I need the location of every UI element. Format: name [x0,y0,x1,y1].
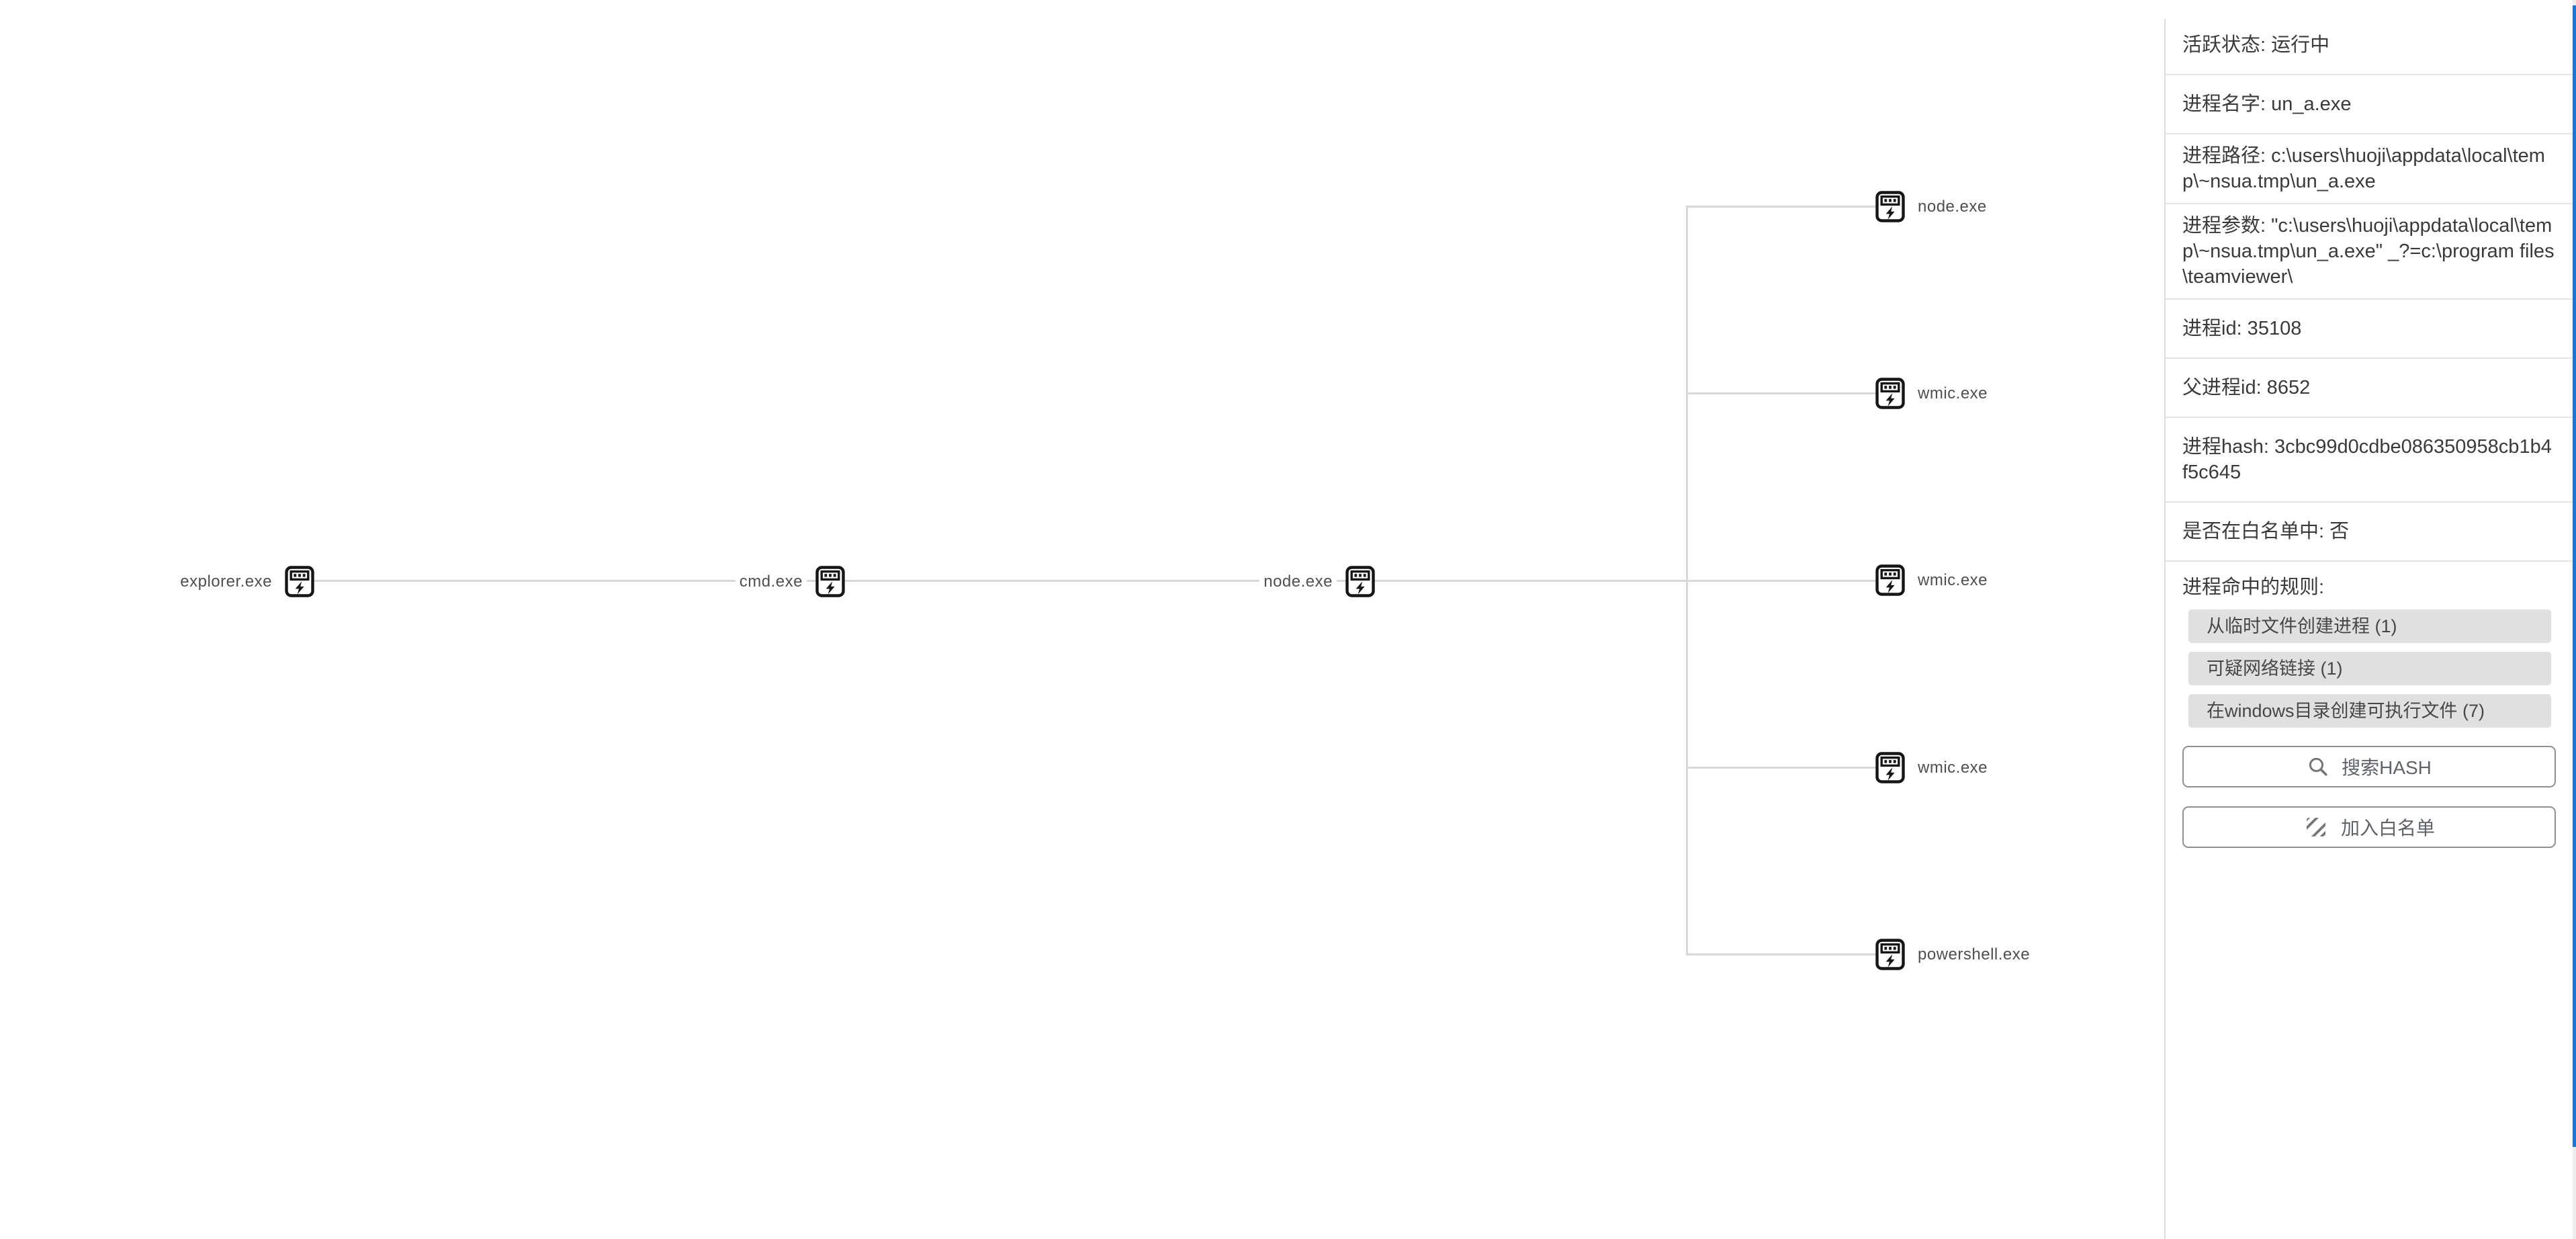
rules-label: 进程命中的规则: [2182,576,2325,598]
process-app-flash-icon [1875,564,1905,596]
process-node-label: powershell.exe [1914,943,2035,966]
tree-connector-branch [1686,767,1876,769]
detail-text: 进程参数: "c:\users\huoji\appdata\local\temp… [2182,215,2555,288]
process-node-node[interactable]: node.exe [1259,566,1375,597]
tree-connector-branch [1686,206,1876,208]
detail-text: 父进程id: 8652 [2182,377,2311,398]
detail-text: 活跃状态: 运行中 [2182,34,2330,56]
process-node-label: cmd.exe [735,570,807,593]
search-hash-button[interactable]: 搜索HASH [2182,746,2556,787]
process-node-child-powershell[interactable]: powershell.exe [1875,939,2035,970]
process-app-flash-icon [1345,566,1375,597]
detail-row-process-hash: 进程hash: 3cbc99d0cdbe086350958cb1b4f5c645 [2166,418,2576,503]
rules-section: 进程命中的规则: 从临时文件创建进程 (1) 可疑网络链接 (1) 在windo… [2166,562,2576,728]
detail-panel: 活跃状态: 运行中 进程名字: un_a.exe 进程路径: c:\users\… [2166,0,2576,1239]
panel-actions: 搜索HASH 加入白名单 [2166,746,2576,848]
process-node-label: node.exe [1259,570,1337,593]
process-node-cmd[interactable]: cmd.exe [735,566,845,597]
search-hash-label: 搜索HASH [2342,757,2432,778]
tree-connector-main [300,580,1876,582]
tree-connector-branch [1686,953,1876,955]
detail-text: 进程id: 35108 [2182,318,2302,339]
scrollbar-thumb[interactable] [2573,5,2576,1147]
add-whitelist-button[interactable]: 加入白名单 [2182,806,2556,848]
process-node-explorer[interactable]: explorer.exe [176,566,314,597]
process-node-label: wmic.exe [1914,756,1992,779]
process-node-label: explorer.exe [176,570,276,593]
process-node-label: wmic.exe [1914,382,1992,405]
process-app-flash-icon [1875,752,1905,783]
process-app-flash-icon [1875,378,1905,409]
process-node-child-wmic-2[interactable]: wmic.exe [1875,564,1992,596]
detail-text: 进程路径: c:\users\huoji\appdata\local\temp\… [2182,145,2545,192]
panel-divider [2164,19,2166,1239]
rule-chip-windows-dir-executable[interactable]: 在windows目录创建可执行文件 (7) [2188,694,2551,728]
detail-row-process-id: 进程id: 35108 [2166,300,2576,359]
rule-chip-temp-file-process[interactable]: 从临时文件创建进程 (1) [2188,609,2551,643]
process-node-child-wmic-1[interactable]: wmic.exe [1875,378,1992,409]
process-app-flash-icon [815,566,845,597]
process-app-flash-icon [1875,191,1905,222]
process-app-flash-icon [285,566,314,597]
detail-text: 是否在白名单中: 否 [2182,521,2350,542]
detail-row-process-args: 进程参数: "c:\users\huoji\appdata\local\temp… [2166,204,2576,300]
process-node-child-node[interactable]: node.exe [1875,191,1991,222]
texture-icon [2303,814,2329,840]
detail-row-active-status: 活跃状态: 运行中 [2166,16,2576,75]
rule-chip-suspicious-network[interactable]: 可疑网络链接 (1) [2188,652,2551,685]
detail-text: 进程hash: 3cbc99d0cdbe086350958cb1b4f5c645 [2182,436,2552,483]
detail-row-whitelist-status: 是否在白名单中: 否 [2166,503,2576,562]
tree-connector-branch [1686,392,1876,394]
detail-text: 进程名字: un_a.exe [2182,93,2352,115]
process-node-label: node.exe [1914,195,1991,218]
detail-row-process-path: 进程路径: c:\users\huoji\appdata\local\temp\… [2166,134,2576,204]
process-node-label: wmic.exe [1914,568,1992,592]
search-icon [2307,755,2329,778]
process-app-flash-icon [1875,939,1905,970]
detail-row-parent-process-id: 父进程id: 8652 [2166,359,2576,418]
process-node-child-wmic-3[interactable]: wmic.exe [1875,752,1992,783]
detail-row-process-name: 进程名字: un_a.exe [2166,75,2576,134]
add-whitelist-label: 加入白名单 [2340,818,2435,839]
tree-connector-trunk [1686,206,1688,955]
